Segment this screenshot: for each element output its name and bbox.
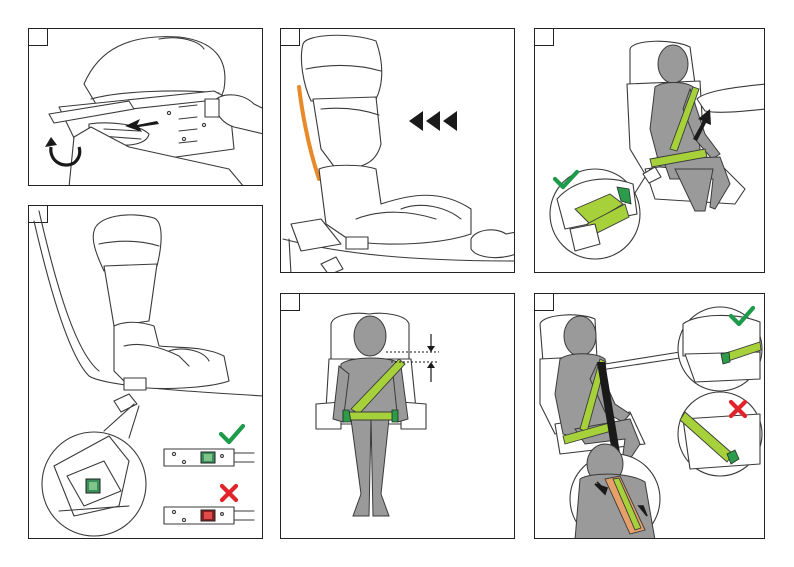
step-panel-lap-belt: [534, 28, 765, 273]
isofix-extend-illustration: [29, 29, 263, 186]
check-icon: [221, 426, 243, 442]
cross-icon: [222, 486, 236, 500]
isofix-indicator-red: [164, 507, 254, 524]
headrest-height-illustration: [281, 294, 515, 539]
step-panel-headrest-height: [280, 293, 515, 539]
isofix-indicator-green: [164, 449, 254, 466]
shoulder-belt-illustration: [535, 294, 765, 539]
step-panel-shoulder-belt: [534, 293, 765, 539]
step-panel-isofix-extend: [28, 28, 263, 186]
isofix-indicator-illustration: [29, 206, 263, 539]
triple-arrow-left-icon: [409, 111, 457, 131]
push-seat-illustration: [281, 29, 515, 273]
step-panel-isofix-indicator: [28, 205, 263, 539]
step-panel-push-seat: [280, 28, 515, 273]
lap-belt-illustration: [535, 29, 765, 273]
